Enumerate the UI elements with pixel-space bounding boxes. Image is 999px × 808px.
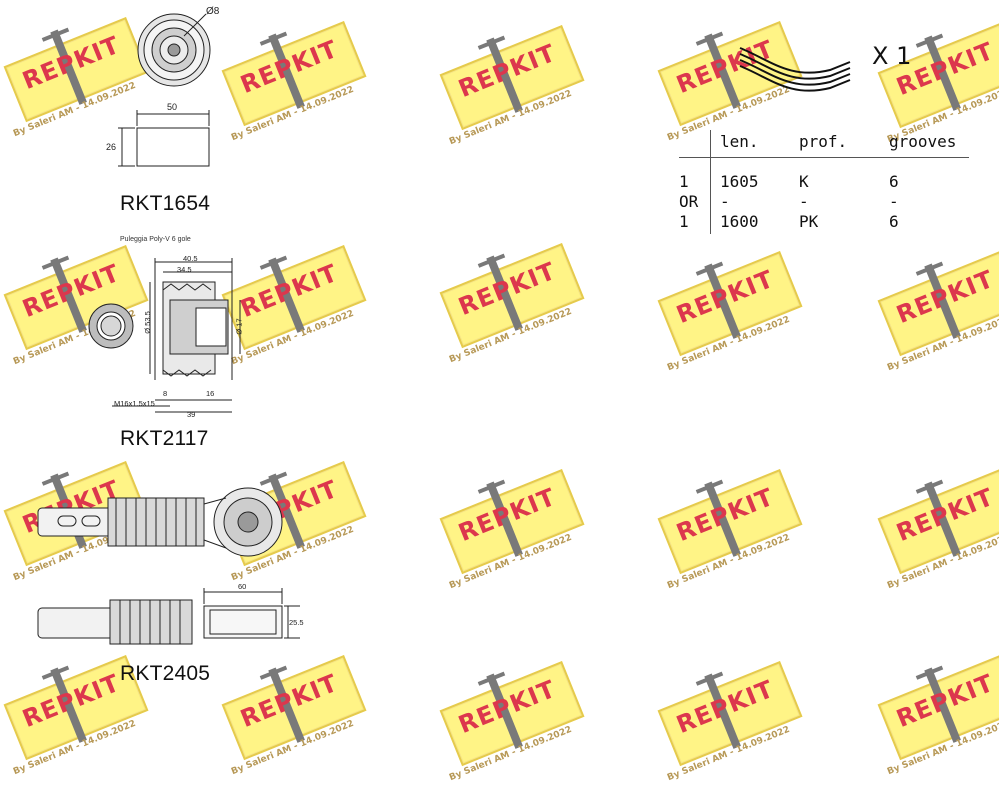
overrunning-pulley-drawing: [88, 258, 241, 413]
dim-d4: Ø 17: [234, 318, 244, 335]
header-len: len.: [720, 132, 759, 151]
part-code-rkt2405: RKT2405: [120, 662, 211, 685]
dim-height-2405: 25.5: [289, 618, 304, 627]
dim-d5: 8: [163, 389, 168, 398]
belt-quantity: X 1: [872, 42, 912, 70]
dim-d3: Ø 53.5: [142, 311, 152, 334]
cell-grooves: 6: [889, 172, 899, 191]
cell-prof: -: [799, 192, 809, 211]
cell-grooves: 6: [889, 212, 899, 231]
cell-grooves: -: [889, 192, 899, 211]
dim-d8: 39: [187, 410, 196, 419]
cell-prof: PK: [799, 212, 819, 231]
poly-v-belt-icon: [739, 47, 851, 92]
dim-d2: 34.5: [177, 265, 192, 274]
dim-d7: M16x1.5x15: [114, 399, 155, 408]
tensioner-side-view: [37, 588, 300, 645]
watermark-tagline: By Saleri AM - 14.09.2022: [229, 718, 356, 778]
idler-pulley-front-view: [137, 13, 211, 87]
watermark-tagline: By Saleri AM - 14.09.2022: [885, 718, 999, 778]
cell-len: -: [720, 192, 730, 211]
cell-prof: K: [799, 172, 809, 191]
watermark-tagline: By Saleri AM - 14.09.2022: [11, 718, 138, 778]
idler-pulley-side-view: [118, 110, 210, 167]
dim-height: 26: [106, 142, 117, 152]
dim-diameter: Ø8: [206, 6, 220, 17]
header-grooves: grooves: [889, 132, 957, 151]
cell-qty: 1: [679, 172, 689, 191]
pulley-caption: Puleggia Poly-V 6 gole: [120, 236, 191, 243]
part-code-rkt2117: RKT2117: [120, 427, 209, 450]
dim-width: 50: [167, 102, 178, 112]
table-column-rule: [710, 130, 711, 234]
table-header-rule: [679, 157, 969, 158]
header-prof: prof.: [799, 132, 848, 151]
dim-d1: 40.5: [183, 254, 198, 263]
technical-drawings: [37, 13, 851, 645]
cell-len: 1605: [720, 172, 759, 191]
watermark-tagline: By Saleri AM - 14.09.2022: [665, 724, 792, 784]
cell-len: 1600: [720, 212, 759, 231]
dim-length: 60: [238, 582, 247, 591]
tensioner-top-view: [37, 487, 283, 557]
watermark-tagline: By Saleri AM - 14.09.2022: [447, 724, 574, 784]
dim-d6: 16: [206, 389, 215, 398]
cell-qty: 1: [679, 212, 689, 231]
cell-qty: OR: [679, 192, 699, 211]
part-code-rkt1654: RKT1654: [120, 192, 211, 215]
